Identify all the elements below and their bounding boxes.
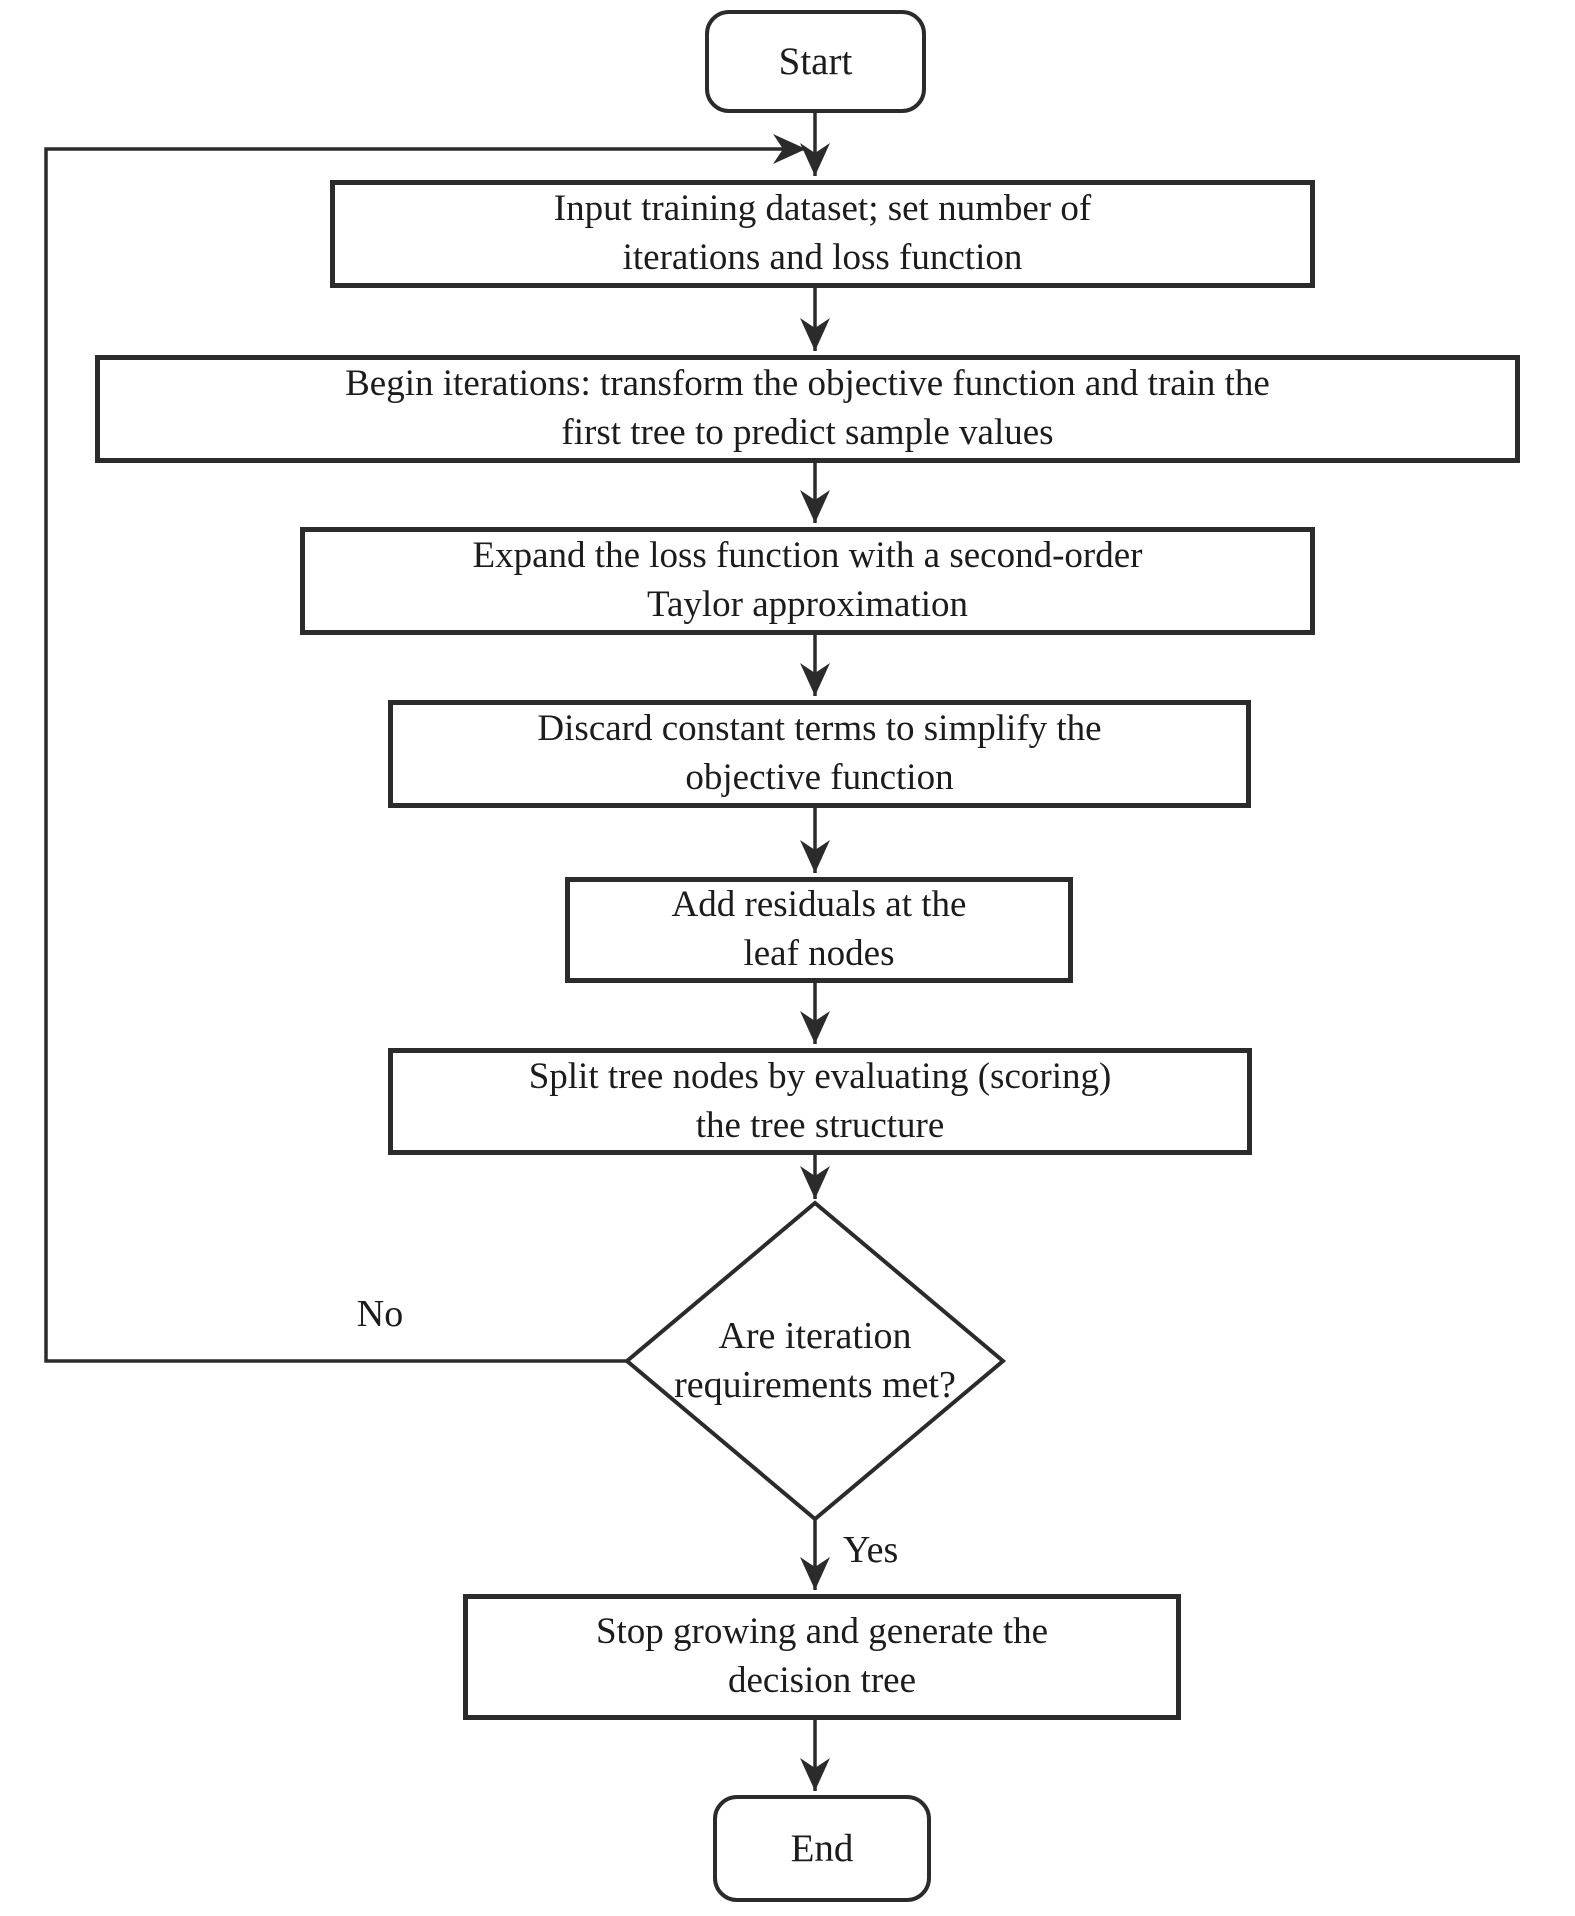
process-add-residuals-label: Add residuals at the leaf nodes <box>671 884 967 974</box>
decision-iteration-check-label: Are iteration requirements met? <box>674 1314 956 1406</box>
process-add-residuals: Add residuals at the leaf nodes <box>565 877 1073 983</box>
process-discard-constants-label: Discard constant terms to simplify the o… <box>537 708 1102 798</box>
end-label: End <box>790 1826 854 1870</box>
process-begin-iterations-label: Begin iterations: transform the objectiv… <box>345 363 1270 453</box>
process-input-training-label: Input training dataset; set number of it… <box>553 188 1092 278</box>
start-label: Start <box>778 39 853 83</box>
process-stop-growing: Stop growing and generate the decision t… <box>463 1594 1181 1720</box>
process-split-nodes: Split tree nodes by evaluating (scoring)… <box>388 1048 1252 1155</box>
process-stop-growing-label: Stop growing and generate the decision t… <box>595 1611 1049 1701</box>
start-node: Start <box>705 10 926 113</box>
process-begin-iterations: Begin iterations: transform the objectiv… <box>95 355 1520 463</box>
process-expand-loss-label: Expand the loss function with a second-o… <box>472 535 1143 625</box>
edge-label-no: No <box>356 1293 404 1335</box>
edge-label-yes: Yes <box>843 1529 899 1571</box>
process-input-training: Input training dataset; set number of it… <box>330 180 1315 288</box>
decision-diamond-shape <box>623 1200 1007 1522</box>
decision-iteration-check: Are iteration requirements met? <box>627 1253 1003 1469</box>
end-node: End <box>713 1795 931 1902</box>
process-discard-constants: Discard constant terms to simplify the o… <box>388 700 1251 808</box>
edge-decision-no-loop <box>44 134 806 1363</box>
process-split-nodes-label: Split tree nodes by evaluating (scoring)… <box>528 1055 1112 1146</box>
process-expand-loss: Expand the loss function with a second-o… <box>300 527 1315 635</box>
